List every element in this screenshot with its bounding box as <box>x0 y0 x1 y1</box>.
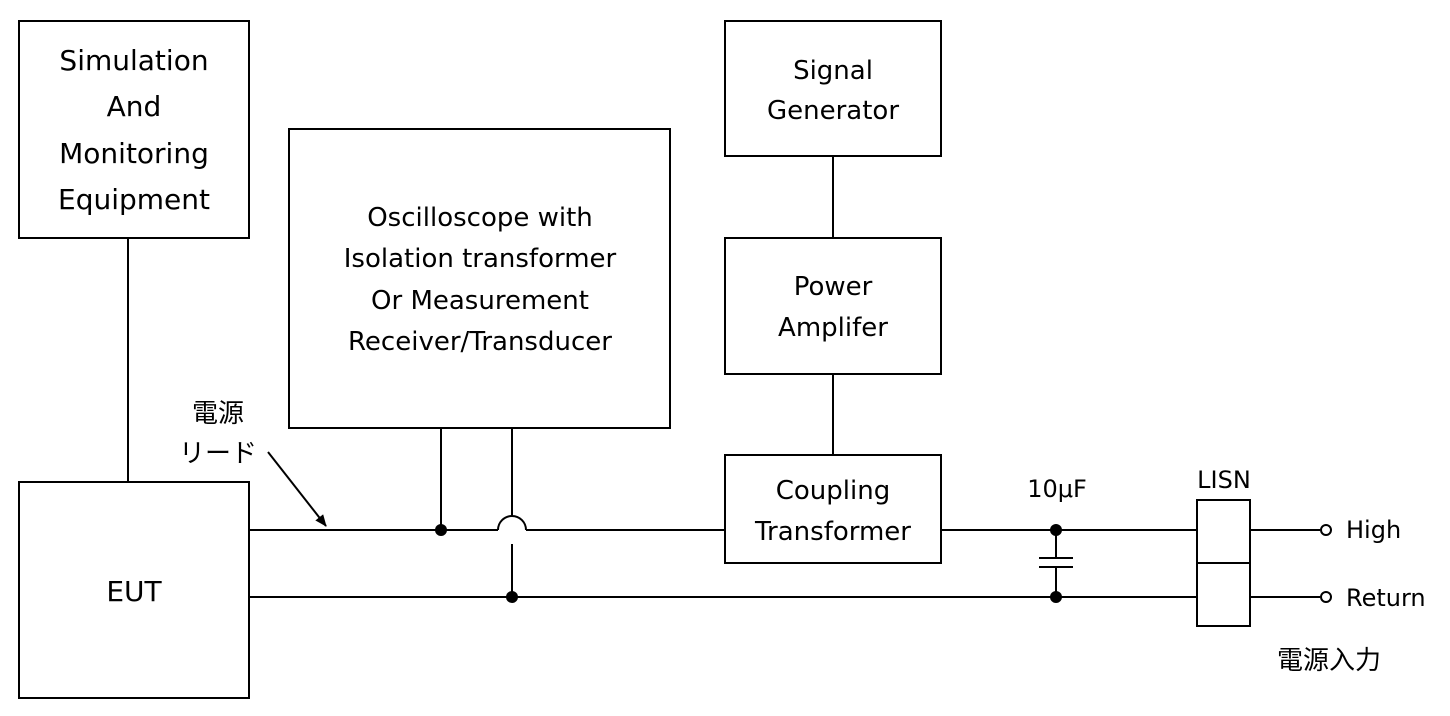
high-terminal <box>1320 524 1332 536</box>
box-label: Coupling <box>776 476 890 506</box>
simulation-box: Simulation And Monitoring Equipment <box>18 20 250 239</box>
box-label: Isolation transformer <box>344 244 617 274</box>
eut-box: EUT <box>18 481 250 699</box>
box-label: Signal <box>793 56 873 86</box>
junction-dot <box>506 591 518 603</box>
box-label: And <box>107 90 162 123</box>
signal-generator-box: Signal Generator <box>724 20 942 157</box>
box-label: Or Measurement <box>371 286 589 316</box>
box-label: Equipment <box>58 183 210 216</box>
box-label: Power <box>794 272 873 302</box>
wire-crossover-hop <box>497 515 527 531</box>
box-label: Simulation <box>59 44 208 77</box>
power-lead-label: リード <box>179 439 257 469</box>
junction-dot <box>435 524 447 536</box>
box-label: Generator <box>767 96 899 126</box>
high-label: High <box>1346 516 1401 544</box>
box-label: Amplifer <box>778 313 888 343</box>
capacitor-symbol <box>1039 530 1073 597</box>
lisn-label: LISN <box>1197 466 1251 494</box>
power-input-label: 電源入力 <box>1277 646 1381 676</box>
capacitor-label: 10μF <box>1027 475 1087 503</box>
return-terminal <box>1320 591 1332 603</box>
box-label: EUT <box>106 575 162 608</box>
power-lead-label: 電源 <box>192 399 244 429</box>
power-amplifier-box: Power Amplifer <box>724 237 942 375</box>
coupling-transformer-box: Coupling Transformer <box>724 454 942 564</box>
box-label: Receiver/Transducer <box>348 327 612 357</box>
junction-dot <box>1050 524 1062 536</box>
oscilloscope-box: Oscilloscope with Isolation transformer … <box>288 128 671 429</box>
junctions <box>435 524 1062 603</box>
lisn-box: LISN <box>1196 466 1251 627</box>
box-label: Monitoring <box>59 137 209 170</box>
power-lead-arrow <box>267 451 327 527</box>
wiring <box>127 156 1320 598</box>
box-label: Oscilloscope with <box>367 203 593 233</box>
return-label: Return <box>1346 584 1426 612</box>
junction-dot <box>1050 591 1062 603</box>
box-label: Transformer <box>754 517 911 547</box>
